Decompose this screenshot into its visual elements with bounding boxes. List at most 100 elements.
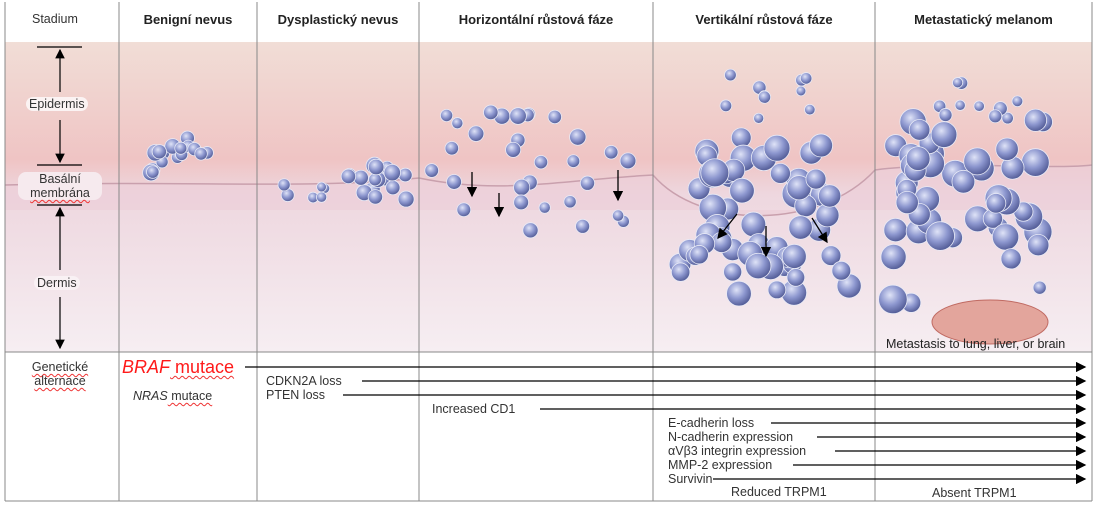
absent-trpm1: Absent TRPM1 [932, 486, 1017, 500]
melanocyte-cells [142, 68, 1053, 315]
melanocyte-cell [505, 141, 522, 158]
melanocyte-cell [575, 218, 591, 234]
blood-vessel [931, 299, 1049, 345]
melanocyte-cell [883, 218, 908, 243]
melanocyte-cell [988, 109, 1003, 124]
melanocyte-cell [689, 245, 709, 265]
melanocyte-cell [1021, 148, 1050, 177]
column-header-benign-nevus: Benigní nevus [143, 12, 233, 27]
melanocyte-cell [781, 243, 807, 269]
melanocyte-cell [820, 245, 842, 266]
melanocyte-cell [723, 262, 743, 282]
melanocyte-cell [315, 191, 328, 203]
melanocyte-cell [1023, 108, 1048, 132]
invasion-arrows [466, 170, 828, 258]
melanocyte-cell [483, 104, 499, 121]
melanocyte-cell [954, 99, 966, 111]
nras-gene: NRAS [133, 389, 168, 403]
melanocyte-cell [194, 147, 208, 161]
gene-n-cadherin: N-cadherin expression [668, 430, 794, 444]
melanocyte-cell [951, 169, 976, 194]
melanocyte-cell [804, 103, 816, 116]
melanocyte-cell [1000, 248, 1022, 270]
melanocyte-cell [579, 175, 595, 191]
melanocyte-cell [444, 141, 459, 156]
column-header-dysplastic-nevus: Dysplastický nevus [277, 12, 399, 27]
melanocyte-cell [533, 155, 549, 170]
melanocyte-cell [174, 141, 188, 155]
melanocyte-cell [726, 280, 752, 307]
melanocyte-cell [467, 125, 485, 142]
melanocyte-cell [604, 145, 619, 160]
reduced-trpm1: Reduced TRPM1 [731, 485, 827, 499]
melanocyte-cell [740, 211, 767, 238]
gene-cdkn2a: CDKN2A loss [266, 374, 342, 388]
gene-mmp2: MMP-2 expression [668, 458, 773, 472]
melanocyte-cell [700, 158, 730, 188]
braf-mutation: BRAF mutace [122, 357, 234, 378]
melanocyte-cell [1027, 233, 1050, 257]
epidermis-label: Epidermis [26, 97, 88, 111]
melanocyte-cell [385, 180, 401, 196]
melanocyte-cell [925, 221, 955, 251]
nras-mutation: NRAS mutace [133, 389, 212, 403]
melanocyte-cell [563, 195, 577, 209]
melanocyte-cell [397, 190, 415, 208]
melanocyte-cell [757, 90, 772, 104]
melanocyte-cell [985, 193, 1007, 214]
melanocyte-cell [146, 165, 160, 179]
melanocyte-cell [938, 108, 953, 122]
melanocyte-cell [513, 178, 531, 196]
gene-e-cadherin: E-cadherin loss [668, 416, 755, 430]
genetics-label-2: alternace [34, 374, 86, 388]
melanocyte-cell [340, 168, 357, 185]
genetics-row-bg [0, 352, 1097, 509]
melanocyte-cell [440, 108, 454, 122]
nras-mutace: mutace [167, 389, 213, 403]
melanocyte-cell [383, 163, 401, 182]
column-header-vertical-growth: Vertikální růstová fáze [695, 12, 833, 27]
melanocyte-cell [763, 134, 791, 162]
melanocyte-cell [513, 194, 529, 211]
melanocyte-cell [456, 202, 472, 218]
melanocyte-cell [805, 168, 827, 190]
melanocyte-cell [446, 174, 462, 190]
melanocyte-cell [973, 100, 985, 112]
melanocyte-cell [745, 252, 772, 280]
melanocyte-cell [963, 147, 992, 176]
stage-label: Stadium [32, 12, 78, 26]
metastasis-label: Metastasis to lung, liver, or brain [886, 337, 1066, 351]
melanocyte-cell [277, 178, 291, 192]
melanocyte-cell [878, 284, 908, 315]
melanocyte-cell [1011, 95, 1024, 108]
layer-scale [37, 46, 82, 350]
basal-line-2: membrána [30, 186, 90, 200]
braf-mutace: mutace [170, 357, 235, 377]
table-grid [4, 2, 1093, 502]
dermis-label: Dermis [34, 276, 80, 290]
melanocyte-cell [538, 201, 551, 214]
melanocyte-cell [767, 280, 787, 300]
melanocyte-cell [991, 223, 1020, 251]
column-header-metastatic-melanoma: Metastatický melanom [914, 12, 1053, 27]
gene-survivin: Survivin [668, 472, 713, 486]
genetics-label-1: Genetické [31, 360, 89, 374]
melanocyte-cell [1032, 280, 1047, 295]
basal-membrane-band [5, 165, 1092, 216]
melanocyte-cell [316, 181, 327, 193]
basal-line-1: Basální [39, 172, 81, 186]
melanocyte-cell [424, 163, 439, 178]
melanocyte-cell [619, 152, 637, 170]
braf-gene: BRAF [122, 357, 171, 377]
melanocyte-cell [788, 215, 813, 240]
melanocyte-cell [451, 117, 464, 130]
melanocyte-cell [908, 119, 931, 141]
melanocyte-cell [509, 107, 527, 125]
gene-integrin: αVβ3 integrin expression [668, 444, 807, 458]
melanocyte-cell [569, 128, 587, 146]
gene-arrows [245, 361, 1087, 485]
melanocyte-cell [895, 190, 919, 215]
